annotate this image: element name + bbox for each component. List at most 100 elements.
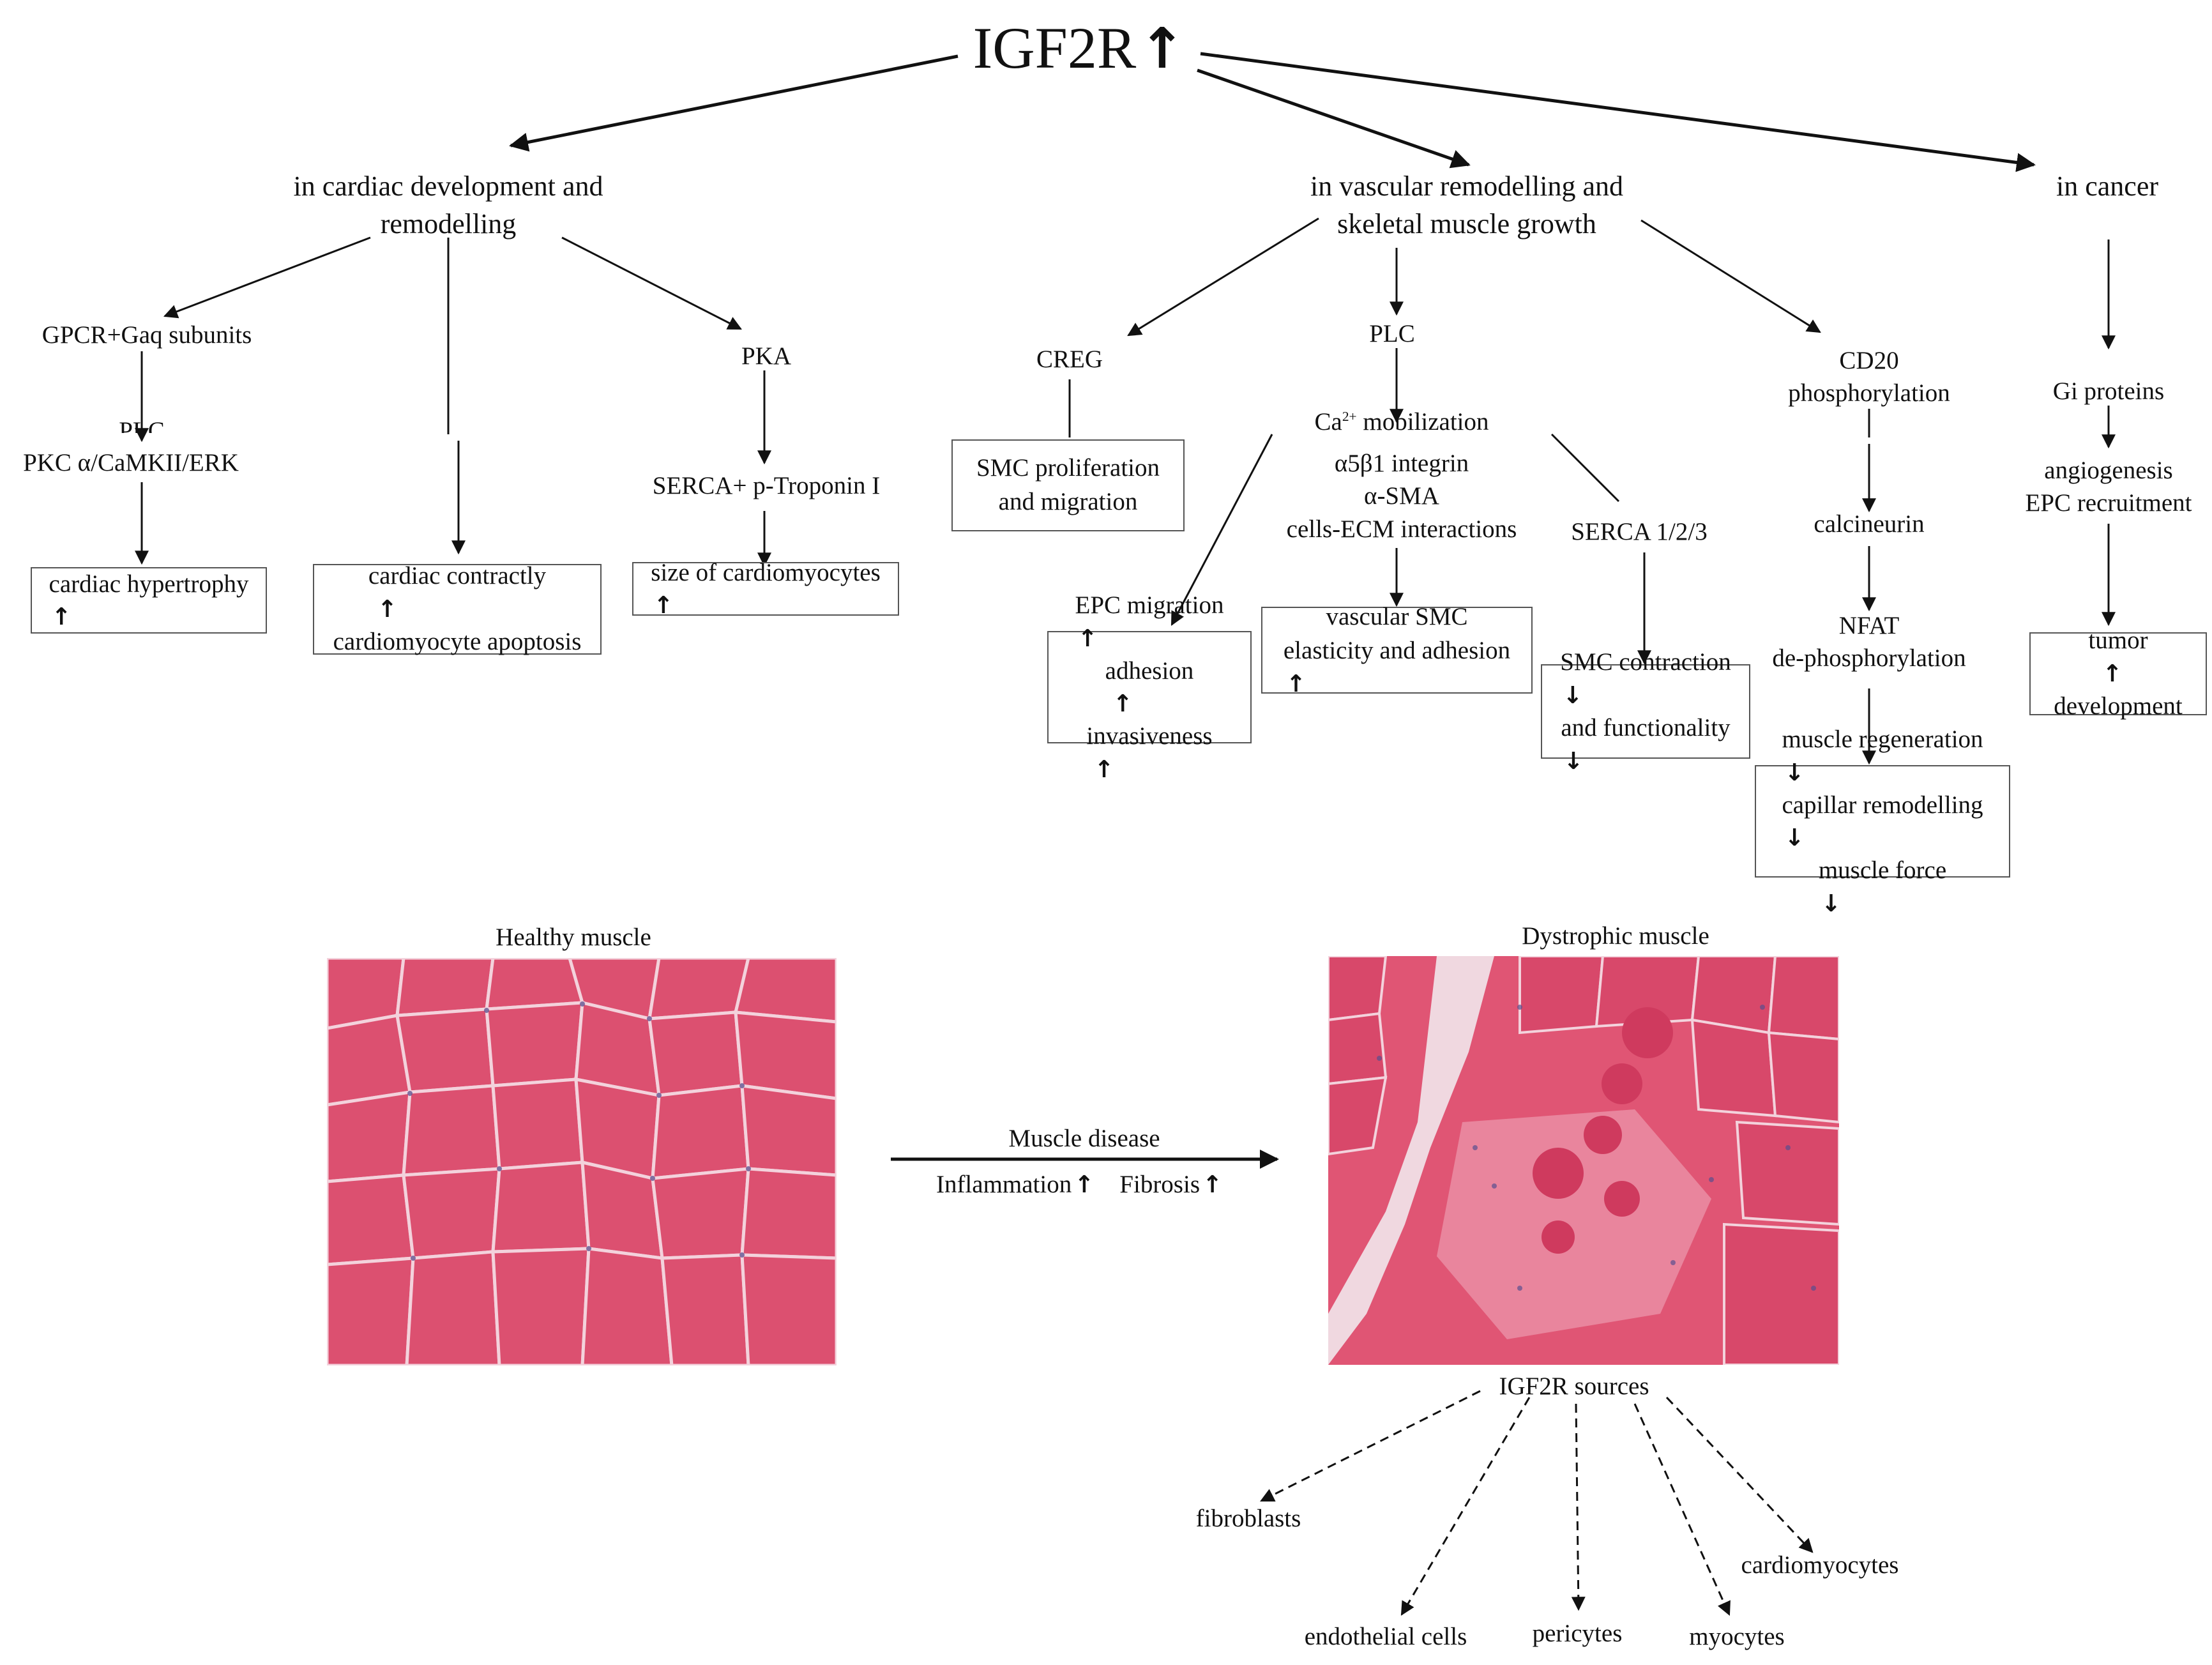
ca-suffix: mobilization — [1356, 408, 1489, 436]
cardiac-heading-line1: in cardiac development and — [293, 171, 603, 202]
calcineurin-label: calcineurin — [1814, 510, 1925, 538]
ca-superscript: 2+ — [1342, 409, 1357, 424]
source-myocytes: myocytes — [1689, 1623, 1785, 1650]
tumor-text: tumor ↑ — [2088, 624, 2148, 690]
pka-label: PKA — [741, 342, 792, 370]
dashed-arrow-myocytes — [1633, 1403, 1731, 1616]
igf2r-sources-label: IGF2R sources — [1499, 1372, 1649, 1400]
healthy-muscle-label: Healthy muscle — [496, 924, 651, 951]
epc-invasive-text: invasiveness↑ — [1086, 720, 1212, 786]
inflammation-label: Inflammation — [936, 1171, 1072, 1198]
dystrophic-muscle-histology — [1328, 956, 1839, 1365]
arrow-to-creg — [1127, 217, 1319, 337]
smc-prolif-label: SMC proliferation — [976, 454, 1160, 482]
smc-function-label: and functionality — [1561, 714, 1731, 741]
size-label: size of cardiomyocytes — [651, 558, 881, 586]
size-text: size of cardiomyocytes ↑ — [651, 556, 881, 622]
vsmc-line1: vascular SMC — [1326, 603, 1468, 631]
smc-migration-label: and migration — [998, 488, 1138, 515]
epc-box: EPC migration↑ adhesion↑ invasiveness↑ — [1047, 591, 1252, 783]
cardiac-heading-line2: remodelling — [380, 208, 517, 240]
epc-migration-text: EPC migration ↑ — [1075, 589, 1224, 655]
arrow-to-gpcr — [163, 236, 371, 319]
muscle-regeneration-box: muscle regeneration ↓ capillar remodellin… — [1755, 726, 2010, 917]
hypertrophy-label: cardiac hypertrophy — [49, 570, 249, 598]
pkc-label: PKC α/CaMKII/ERK — [23, 449, 239, 476]
dashed-arrow-fibroblasts — [1260, 1390, 1481, 1502]
capillar-text: capillar remodelling ↓ — [1782, 789, 1983, 855]
size-box: size of cardiomyocytes ↑ — [632, 559, 899, 619]
up-arrow-icon: ↑ — [653, 591, 674, 620]
smc-contraction-box: SMC contraction↓ and functionality ↓ — [1541, 648, 1750, 775]
ecm-label: cells-ECM interactions — [1286, 515, 1517, 543]
epc-invasive-label: invasiveness — [1086, 722, 1213, 750]
source-fibroblasts: fibroblasts — [1195, 1505, 1301, 1532]
disease-effects: Inflammation↑Fibrosis↑ — [936, 1170, 1222, 1200]
smc-function-text: and functionality ↓ — [1561, 711, 1730, 777]
capillar-label: capillar remodelling — [1782, 791, 1983, 819]
dystrophic-muscle-label: Dystrophic muscle — [1522, 922, 1709, 950]
epc-migration-label: EPC migration — [1075, 591, 1224, 620]
arrow-to-epc — [1170, 434, 1273, 626]
gi-label: Gi proteins — [2052, 377, 2165, 405]
muscle-force-text: muscle force↓ — [1819, 854, 1946, 920]
hypertrophy-box: cardiac hypertrophy ↑ — [31, 567, 267, 634]
integrin-label: α5β1 integrin — [1334, 450, 1469, 477]
down-arrow-icon: ↓ — [1563, 747, 1584, 775]
up-arrow-icon: ↑ — [377, 595, 397, 623]
nfat-line1: NFAT — [1838, 612, 1900, 639]
tumor-label: tumor — [2088, 627, 2148, 655]
down-arrow-icon: ↓ — [1821, 889, 1841, 917]
vsmc-box: vascular SMC elasticity and adhesion ↑ — [1261, 603, 1533, 697]
smc-contraction-text: SMC contraction↓ — [1560, 646, 1731, 711]
arrow-to-cardiac — [509, 54, 958, 152]
vascular-heading: in vascular remodelling and skeletal mus… — [1310, 167, 1623, 243]
contractility-text: cardiac contractly↑ — [368, 559, 546, 625]
sma-label: α-SMA — [1364, 482, 1439, 510]
up-arrow-icon: ↑ — [1285, 669, 1306, 697]
tumor-box: tumor↑ development — [2029, 627, 2207, 720]
epc-adhesion-text: adhesion↑ — [1105, 655, 1194, 720]
arrow-to-cd20 — [1640, 219, 1821, 333]
up-arrow-icon: ↑ — [1112, 690, 1133, 718]
up-arrow-icon: ↑ — [1077, 624, 1098, 652]
hypertrophy-text: cardiac hypertrophy ↑ — [49, 568, 249, 634]
up-arrow-icon: ↑ — [1139, 16, 1186, 81]
vsmc-line2-label: elasticity and adhesion — [1283, 637, 1511, 664]
creg-label: CREG — [1036, 346, 1103, 373]
source-cardiomyocytes: cardiomyocytes — [1741, 1551, 1899, 1579]
muscle-disease-label: Muscle disease — [1008, 1125, 1160, 1152]
healthy-muscle-histology — [327, 958, 837, 1365]
smc-contraction-label: SMC contraction — [1560, 648, 1731, 676]
dashed-arrow-endothelial — [1400, 1397, 1531, 1616]
arrow-to-cancer — [1200, 52, 2036, 172]
vascular-heading-line2: skeletal muscle growth — [1337, 208, 1596, 240]
source-pericytes: pericytes — [1532, 1620, 1623, 1647]
down-arrow-icon: ↓ — [1784, 824, 1805, 852]
diagram-title: IGF2R↑ — [973, 13, 1186, 83]
source-endothelial-cells: endothelial cells — [1304, 1623, 1467, 1650]
angio-label: angiogenesis EPC recruitment — [2025, 455, 2192, 519]
healthy-muscle-image — [327, 958, 837, 1365]
up-arrow-icon: ↑ — [51, 603, 72, 631]
arrow-to-pka — [561, 236, 742, 330]
cardiac-heading: in cardiac development and remodelling — [293, 167, 603, 243]
dashed-arrow-pericytes — [1571, 1403, 1586, 1611]
fibrosis-label: Fibrosis — [1119, 1171, 1200, 1198]
ca-prefix: Ca — [1314, 408, 1342, 436]
cd20-line2: phosphorylation — [1788, 379, 1950, 407]
dashed-arrow-cardiomyocytes — [1665, 1396, 1814, 1553]
line-to-serca — [1550, 433, 1620, 503]
cd20-line1: CD20 — [1839, 347, 1899, 374]
muscle-regen-label: muscle regeneration — [1782, 726, 1983, 754]
gpcr-label: GPCR+Gaq subunits — [42, 321, 252, 349]
vascular-heading-line1: in vascular remodelling and — [1310, 171, 1623, 202]
integrin-group: α5β1 integrin α-SMA cells-ECM interactio… — [1287, 447, 1517, 545]
ca-mobilization-label: Ca2+ mobilization — [1314, 407, 1489, 438]
up-arrow-icon: ↑ — [1074, 1171, 1095, 1198]
contractility-box: cardiac contractly↑ cardiomyocyte apopto… — [313, 562, 602, 655]
angio-line1: angiogenesis — [2044, 457, 2173, 484]
up-arrow-icon: ↑ — [2102, 660, 2123, 687]
